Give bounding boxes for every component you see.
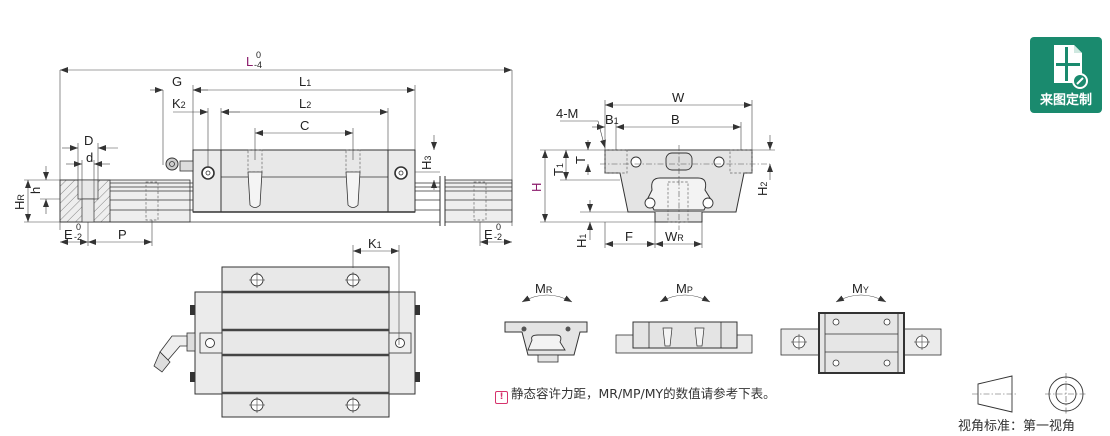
dim-H2: H2: [755, 182, 770, 196]
dim-F: F: [625, 229, 633, 244]
dim-E-right-tol-upper: 0: [496, 222, 501, 232]
custom-drawing-badge[interactable]: 来图定制: [1030, 37, 1102, 113]
first-angle-projection-symbol: [972, 373, 1087, 415]
dim-d: d: [86, 150, 93, 165]
dim-G: G: [172, 74, 182, 89]
moment-my: MY: [780, 281, 942, 374]
moment-mp-label: MP: [676, 281, 693, 296]
dim-H: H: [529, 183, 544, 192]
view-standard-label: 视角标准：第一视角: [958, 419, 1076, 434]
dim-L-tol-upper: 0: [256, 50, 261, 60]
dim-L1: L1: [299, 74, 311, 89]
dim-WR: WR: [665, 229, 684, 244]
dim-W: W: [672, 90, 685, 105]
dim-T1: T1: [551, 163, 566, 176]
dim-T: T: [573, 156, 588, 164]
dim-E-left: E: [64, 227, 73, 242]
dim-L2: L2: [299, 96, 311, 111]
warning-icon: !: [495, 391, 508, 404]
moment-note: !静态容许力距，MR/MP/MY的数值请参考下表。: [495, 383, 776, 404]
moment-mr-label: MR: [535, 281, 553, 296]
drawing-document-icon: [1054, 45, 1088, 89]
dim-D: D: [84, 133, 93, 148]
dim-K1: K1: [368, 236, 382, 251]
dim-B1: B1: [605, 112, 619, 127]
dim-C: C: [300, 118, 309, 133]
dim-E-tol-lower: -2: [74, 232, 82, 242]
moment-my-label: MY: [852, 281, 869, 296]
dim-E-right: E: [484, 227, 493, 242]
dim-K2: K2: [172, 96, 186, 111]
side-view: L 0 -4 G L1 K2 L2 C D d h HR H3 E 0 -2 P…: [12, 50, 513, 246]
moment-mp: MP: [615, 281, 753, 354]
custom-drawing-label: 来图定制: [1039, 93, 1092, 108]
moment-note-text: 静态容许力距，MR/MP/MY的数值请参考下表。: [511, 386, 776, 401]
moment-mr: MR: [504, 281, 588, 363]
dim-h: h: [28, 187, 43, 194]
dim-H3: H3: [419, 156, 434, 170]
dim-B: B: [671, 112, 680, 127]
dim-P: P: [118, 227, 127, 242]
dim-L: L: [246, 54, 253, 69]
dim-HR: HR: [12, 194, 27, 210]
end-view: W B B1 4-M T1 T H H1 H2 F WR: [529, 90, 775, 248]
dim-E-tol-upper: 0: [76, 222, 81, 232]
dim-4-M: 4-M: [556, 106, 578, 121]
dim-L-tol-lower: -4: [254, 60, 262, 70]
top-view: K1: [153, 236, 420, 418]
dim-E-right-tol-lower: -2: [494, 232, 502, 242]
dim-H1: H1: [574, 234, 589, 248]
